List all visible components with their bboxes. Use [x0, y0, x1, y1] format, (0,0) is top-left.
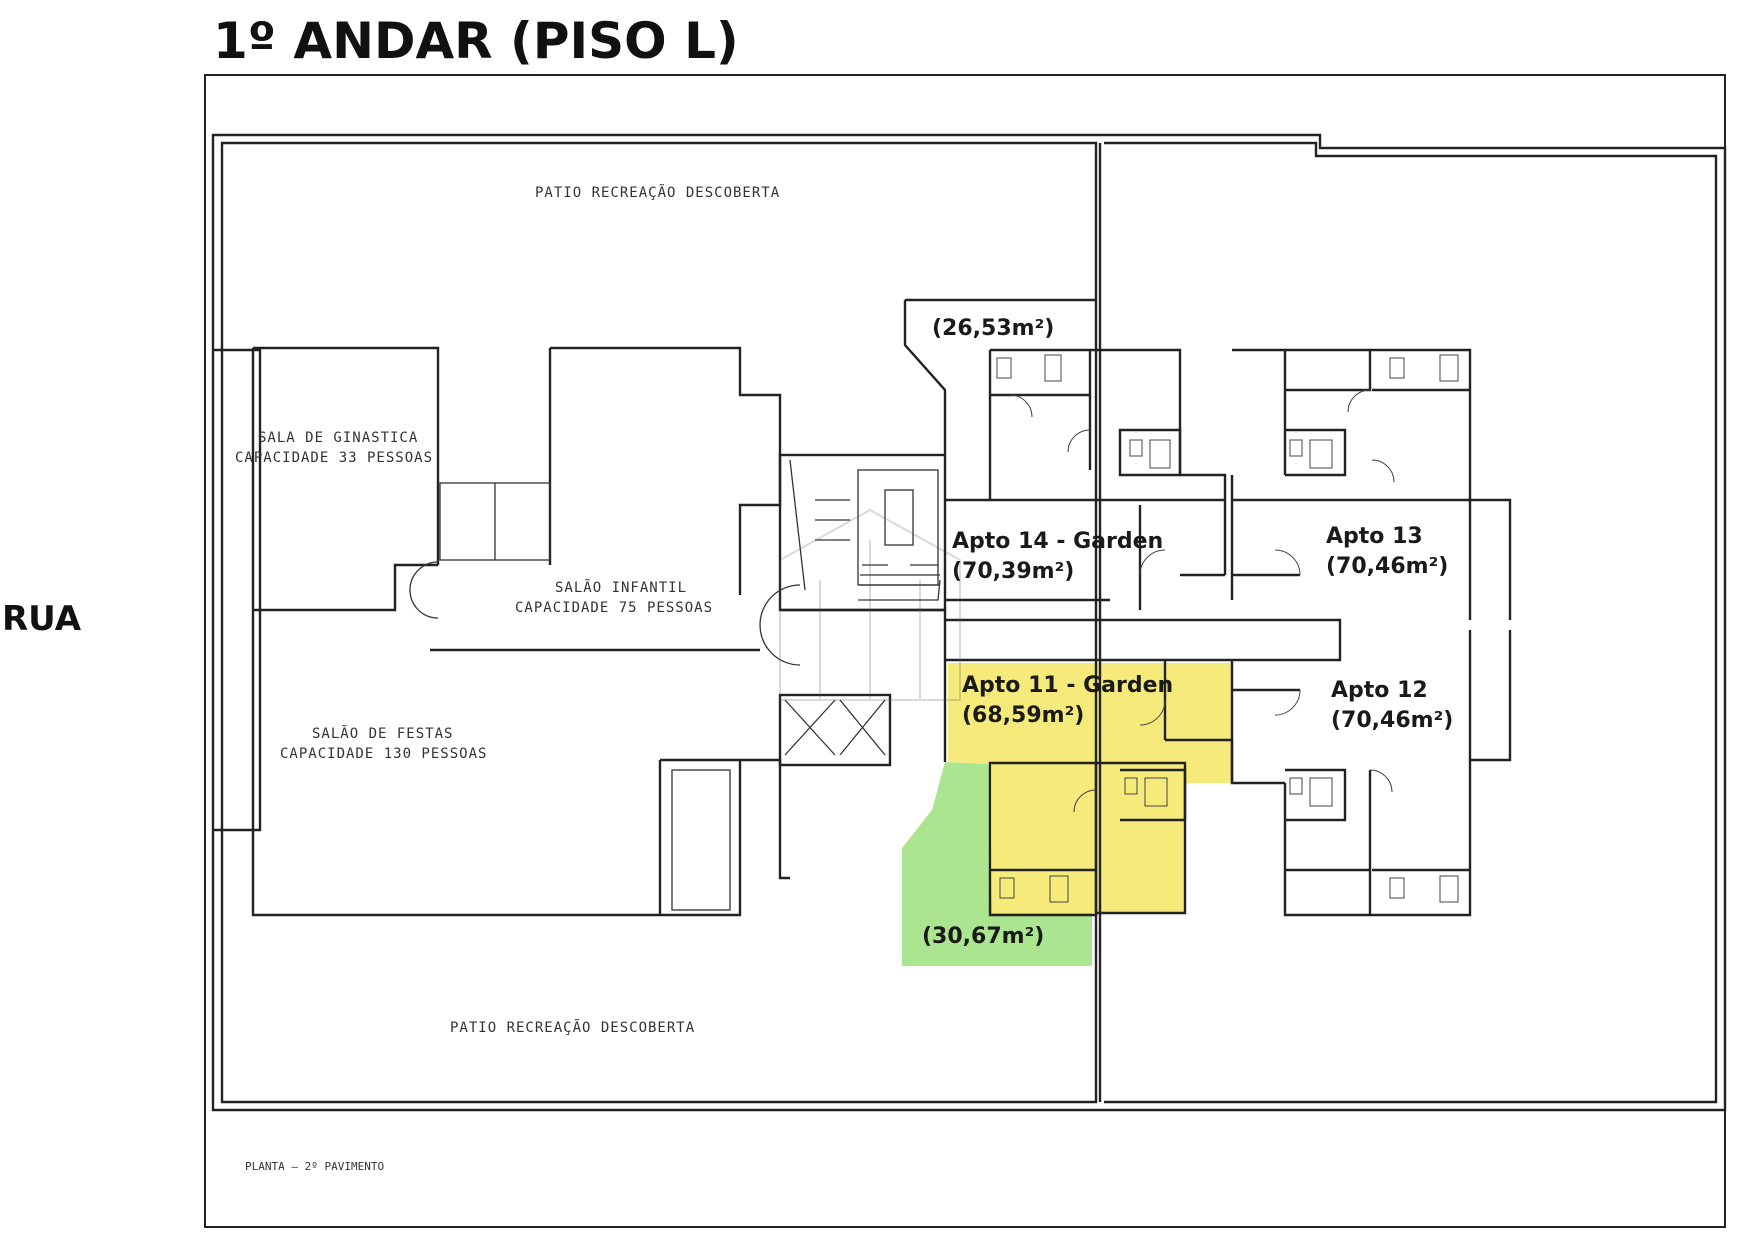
patio-bottom-label: PATIO RECREAÇÃO DESCOBERTA: [450, 1019, 695, 1036]
street-label: RUA: [2, 599, 82, 639]
page-title: 1º ANDAR (PISO L): [213, 12, 739, 70]
apto14-area-label: (70,39m²): [952, 559, 1074, 584]
apto12-area-label: (70,46m²): [1331, 708, 1453, 733]
kids-capacity-label: CAPACIDADE 75 PESSOAS: [515, 600, 713, 616]
apto13-fixtures: [1274, 354, 1459, 576]
apto11-garden-area-label: (30,67m²): [922, 924, 1044, 949]
apto13-area-label: (70,46m²): [1326, 554, 1448, 579]
watermark-logo: [779, 508, 961, 701]
apto12-fixtures: [1274, 689, 1459, 903]
gym-name-label: SALA DE GINASTICA: [258, 430, 418, 446]
apto11-highlight: [948, 663, 1232, 913]
gym-capacity-label: CAPACIDADE 33 PESSOAS: [235, 450, 433, 466]
party-name-label: SALÃO DE FESTAS: [312, 725, 453, 742]
kids-name-label: SALÃO INFANTIL: [555, 579, 687, 596]
amenities-inner: [409, 482, 801, 911]
site-boundary: [211, 133, 1727, 1112]
apto11-area-label: (68,59m²): [962, 703, 1084, 728]
apto12-walls: [1230, 630, 1512, 917]
apto11-name-label: Apto 11 - Garden: [962, 673, 1173, 698]
apto12-name-label: Apto 12: [1331, 678, 1428, 703]
apto14-fixtures: [996, 354, 1171, 576]
apto11-fixtures: [999, 699, 1168, 903]
stair-detail: [784, 459, 941, 756]
apto11-walls: [943, 660, 1234, 917]
apto14-name-label: Apto 14 - Garden: [952, 529, 1163, 554]
apto13-name-label: Apto 13: [1326, 524, 1423, 549]
apto13-walls: [1230, 348, 1512, 620]
plan-caption: PLANTA — 2º PAVIMENTO: [245, 1160, 384, 1173]
party-capacity-label: CAPACIDADE 130 PESSOAS: [280, 746, 487, 762]
apto14-walls: [945, 348, 1227, 610]
patio-top-label: PATIO RECREAÇÃO DESCOBERTA: [535, 184, 780, 201]
circulation-core: [778, 453, 1342, 767]
apto14-garden-wall: [903, 298, 1096, 455]
apto14-garden-area-label: (26,53m²): [932, 316, 1054, 341]
